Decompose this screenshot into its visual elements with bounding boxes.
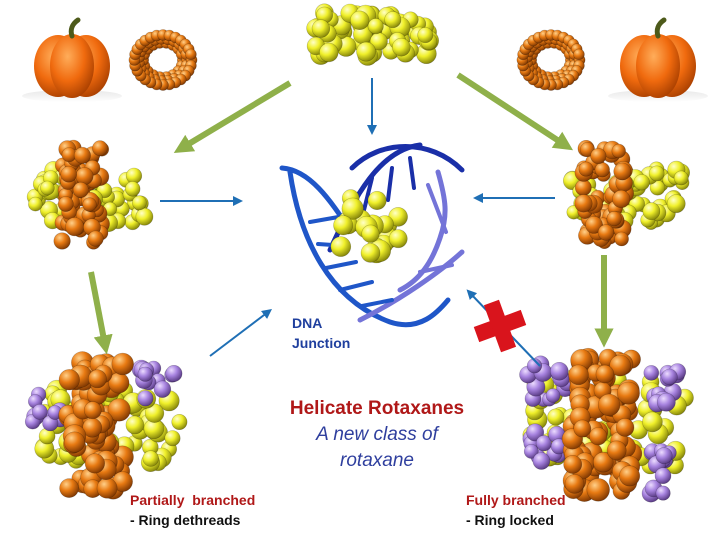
rotaxane-fully-branched	[519, 347, 694, 503]
center-subtitle-line1: A new class of	[316, 424, 438, 445]
dna-junction-label: DNA Junction	[292, 313, 350, 353]
helicate-molecule-top	[306, 3, 439, 66]
red-cross-icon	[473, 299, 527, 353]
green-arrow-to-left-rotaxane	[173, 80, 292, 153]
green-arrow-to-right-rotaxane	[456, 72, 574, 151]
rotaxane-partially-branched	[24, 351, 188, 500]
dna-label-line1: DNA	[292, 315, 323, 331]
cucurbituril-ring-right	[516, 29, 586, 91]
rotaxane-left	[26, 139, 154, 250]
blue-arrow-partially-to-dna	[209, 308, 272, 357]
cucurbituril-ring-left	[128, 29, 198, 91]
right-caption-note: - Ring locked	[466, 512, 554, 528]
helicate-in-dna	[330, 189, 408, 264]
pumpkin-right-icon	[608, 17, 708, 102]
left-caption-note: - Ring dethreads	[130, 512, 241, 528]
dna-label-line2: Junction	[292, 335, 351, 351]
center-subtitle-line2: rotaxane	[340, 450, 414, 471]
pumpkin-left-icon	[22, 17, 122, 102]
left-caption-title: Partially branched	[130, 492, 256, 508]
center-title: Helicate Rotaxanes	[289, 398, 465, 419]
right-caption-title: Fully branched	[466, 492, 566, 508]
green-arrow-down-left	[88, 271, 113, 355]
rotaxane-right	[563, 140, 691, 249]
